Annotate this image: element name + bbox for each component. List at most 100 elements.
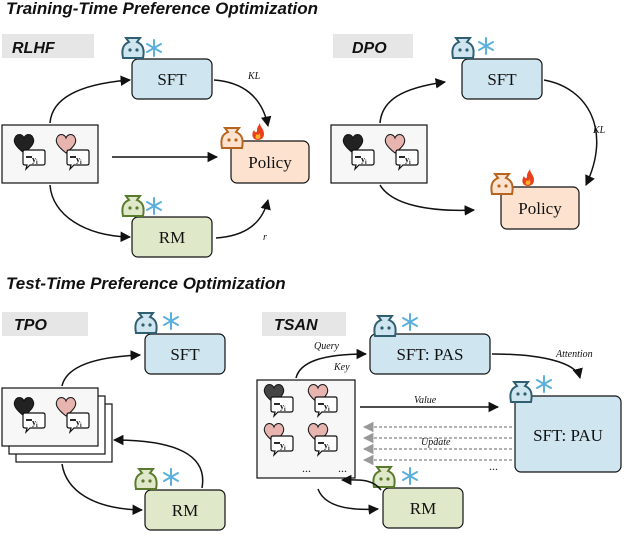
ellipsis: ... — [338, 461, 347, 475]
attention-label: Attention — [555, 349, 593, 360]
arrow-samples-to-rm — [61, 463, 144, 516]
arrow-sft-to-policy — [543, 79, 598, 186]
response-label: yi — [280, 402, 286, 413]
response-label: yi — [32, 155, 38, 166]
bag-bot-icon — [490, 173, 514, 195]
bag-bot-icon — [134, 468, 158, 490]
rlhf-label: RLHF — [12, 40, 56, 57]
snowflake-icon — [402, 313, 418, 331]
tsan-sft-pau-box — [514, 395, 622, 473]
update-label: Update — [421, 437, 451, 448]
arrow-grid-to-pas — [295, 348, 368, 379]
tpo-label: TPO — [14, 317, 47, 334]
response-subscript: i — [328, 407, 330, 413]
tpo-sample-stack: yi yi — [1, 387, 113, 463]
tsan-rm-box — [382, 487, 464, 529]
dpo-policy-label: Policy — [518, 199, 562, 218]
arrow-pas-to-pau — [491, 353, 583, 380]
snowflake-icon — [146, 197, 162, 215]
bag-bot-icon — [134, 312, 158, 334]
tpo-rm-label: RM — [172, 501, 198, 520]
key-label: Key — [333, 362, 350, 373]
dpo-label: DPO — [352, 40, 387, 57]
arrow-sample-to-sft — [49, 75, 132, 124]
tsan-label: TSAN — [274, 317, 318, 334]
snowflake-icon — [402, 467, 418, 485]
r-label: r — [263, 232, 267, 243]
response-subscript: i — [409, 160, 411, 166]
dpo-policy-box — [500, 186, 580, 230]
kl-label: KL — [592, 125, 606, 136]
bag-bot-icon — [121, 37, 145, 59]
tpo-sft-box — [144, 333, 226, 375]
tsan-sft-pas-label: SFT: PAS — [396, 345, 463, 364]
rlhf-sft-label: SFT — [157, 70, 187, 89]
rlhf-sample-box: yi yi — [1, 124, 99, 184]
response-subscript: i — [284, 407, 286, 413]
arrow-rm-to-samples — [112, 434, 204, 489]
response-label: yi — [405, 155, 411, 166]
fire-icon — [252, 123, 264, 140]
response-subscript: i — [365, 160, 367, 166]
dpo-sft-label: SFT — [487, 70, 517, 89]
arrow-sample-to-rm — [49, 184, 132, 243]
arrow-rm-to-policy — [215, 198, 271, 239]
bag-bot-icon — [451, 37, 475, 59]
tsan-panel: yi yi yi yi ... ... SFT: PAS SFT: PAU — [256, 313, 622, 529]
tsan-rm-label: RM — [410, 499, 436, 518]
response-label: yi — [32, 418, 38, 429]
arrow-samples-to-sft — [61, 350, 142, 387]
bag-bot-icon — [220, 127, 244, 149]
snowflake-icon — [146, 39, 162, 57]
tsan-sft-pau-label: SFT: PAU — [533, 426, 603, 445]
rlhf-panel: yi yi SFT Policy RM — [1, 37, 310, 258]
response-label: yi — [324, 402, 330, 413]
response-subscript: i — [80, 160, 82, 166]
arrow-rm-to-grid — [340, 474, 382, 491]
value-label: Value — [414, 395, 437, 406]
training-section-title: Training-Time Preference Optimization — [6, 0, 318, 18]
rlhf-policy-box — [230, 140, 310, 184]
ellipsis: ... — [489, 459, 498, 473]
dpo-panel: yi yi SFT Policy KL — [330, 37, 606, 230]
snowflake-icon — [478, 37, 494, 55]
query-label: Query — [314, 341, 340, 352]
response-label: yi — [280, 441, 286, 452]
response-subscript: i — [36, 160, 38, 166]
arrow-sample-to-policy — [379, 184, 476, 216]
dpo-sample-box: yi yi — [330, 124, 428, 184]
ellipsis: ... — [302, 461, 311, 475]
bag-bot-icon — [509, 381, 533, 403]
arrow-sample-to-sft — [379, 78, 447, 124]
dpo-sft-box — [461, 58, 543, 100]
snowflake-icon — [163, 312, 179, 330]
tpo-sft-label: SFT — [170, 345, 200, 364]
response-label: yi — [361, 155, 367, 166]
dpo-tag: DPO — [333, 34, 413, 58]
tsan-tag: TSAN — [262, 312, 346, 336]
bag-bot-icon — [373, 315, 397, 337]
rlhf-rm-label: RM — [159, 228, 185, 247]
tsan-sample-grid: yi yi yi yi ... ... — [256, 379, 356, 479]
tpo-panel: yi yi SFT RM — [1, 312, 226, 531]
snowflake-icon — [163, 468, 179, 486]
response-label: yi — [76, 418, 82, 429]
rlhf-tag: RLHF — [2, 34, 94, 58]
response-subscript: i — [36, 423, 38, 429]
rlhf-policy-label: Policy — [248, 153, 292, 172]
fire-icon — [522, 169, 534, 186]
test-section-title: Test-Time Preference Optimization — [6, 274, 286, 293]
tpo-tag: TPO — [2, 312, 88, 336]
response-label: yi — [324, 441, 330, 452]
rlhf-rm-box — [131, 216, 213, 258]
bag-bot-icon — [121, 195, 145, 217]
tpo-rm-box — [144, 489, 226, 531]
kl-label: KL — [247, 71, 261, 82]
arrow-sft-to-policy — [213, 79, 272, 128]
response-subscript: i — [328, 446, 330, 452]
rlhf-sft-box — [131, 58, 213, 100]
tsan-sft-pas-box — [369, 333, 491, 375]
response-subscript: i — [80, 423, 82, 429]
snowflake-icon — [536, 375, 552, 393]
